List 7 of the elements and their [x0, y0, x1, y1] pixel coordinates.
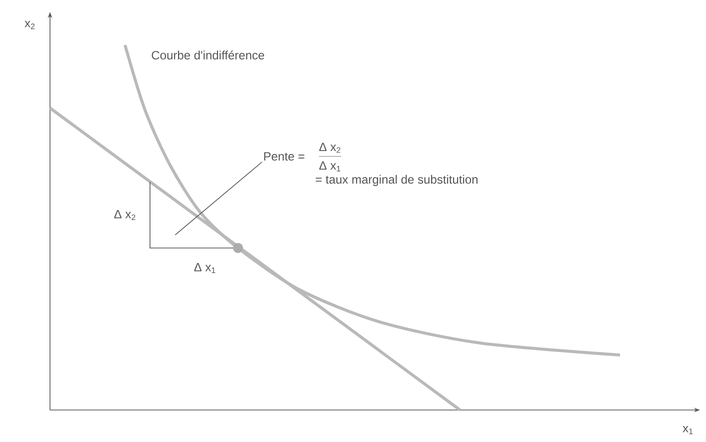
delta-label: Δ x$_{1}$ — [194, 262, 216, 274]
leader-line — [174, 162, 262, 236]
delta-label: Δ x$_{2}$ — [114, 210, 136, 220]
axis-label: x$_{2}$ — [24, 20, 35, 30]
formula-label: Pente = Δ x$_{2}$ Δ x$_{1}$ = taux marginal de substitution — [264, 142, 478, 186]
curve-label: Courbe d'indifférence — [152, 50, 264, 60]
axis-label: x$_{1}$ — [682, 426, 693, 434]
